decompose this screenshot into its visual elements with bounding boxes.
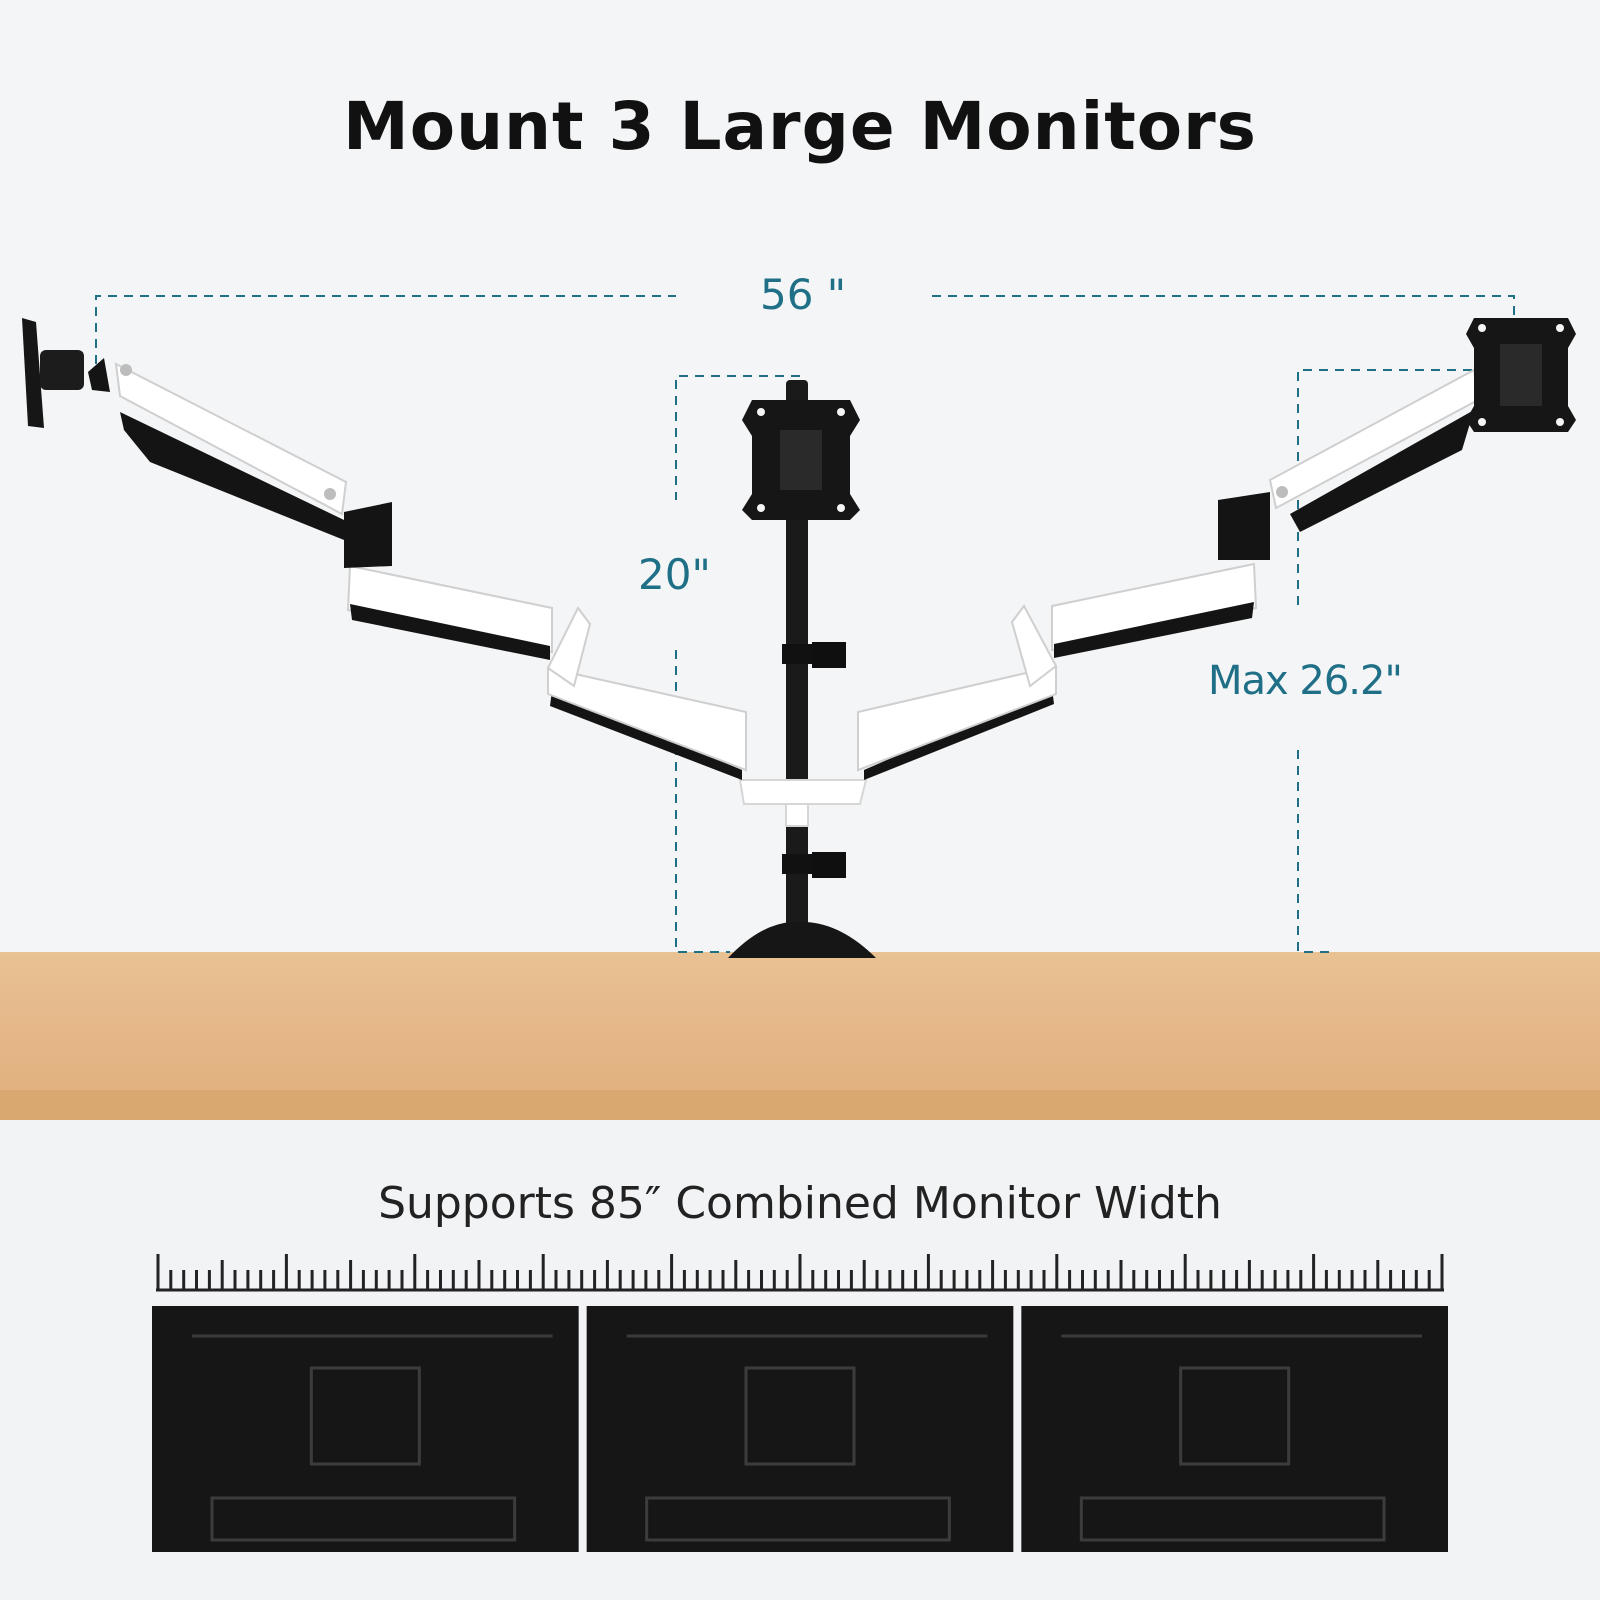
max-dimension-bottom bbox=[1297, 750, 1336, 953]
monitor-backs bbox=[152, 1306, 1448, 1552]
right-arm-joint bbox=[1218, 492, 1270, 560]
left-vesa-plate bbox=[22, 318, 84, 428]
desk-clamp-base bbox=[728, 922, 876, 958]
monitor-back-3 bbox=[1021, 1306, 1448, 1552]
monitor-back-1 bbox=[152, 1306, 579, 1552]
left-arm-joint bbox=[344, 502, 392, 568]
left-arm bbox=[88, 358, 747, 780]
center-vesa-plate bbox=[742, 400, 860, 520]
monitor-back-2 bbox=[586, 1306, 1014, 1552]
max-height-label: Max 26.2" bbox=[1208, 658, 1403, 704]
total-width-label: 56 " bbox=[760, 270, 847, 319]
width-dimension-left bbox=[95, 295, 676, 380]
pole-height-label: 20" bbox=[638, 550, 711, 599]
ruler bbox=[156, 1254, 1444, 1292]
page-title: Mount 3 Large Monitors bbox=[343, 88, 1257, 165]
desk-edge bbox=[0, 1090, 1600, 1120]
right-vesa-plate bbox=[1466, 318, 1576, 432]
pole-dimension-bottom bbox=[675, 650, 730, 953]
combined-width-caption: Supports 85″ Combined Monitor Width bbox=[378, 1178, 1222, 1229]
right-arm bbox=[857, 368, 1480, 780]
arm-collar bbox=[738, 779, 868, 827]
width-dimension-right bbox=[932, 295, 1515, 330]
